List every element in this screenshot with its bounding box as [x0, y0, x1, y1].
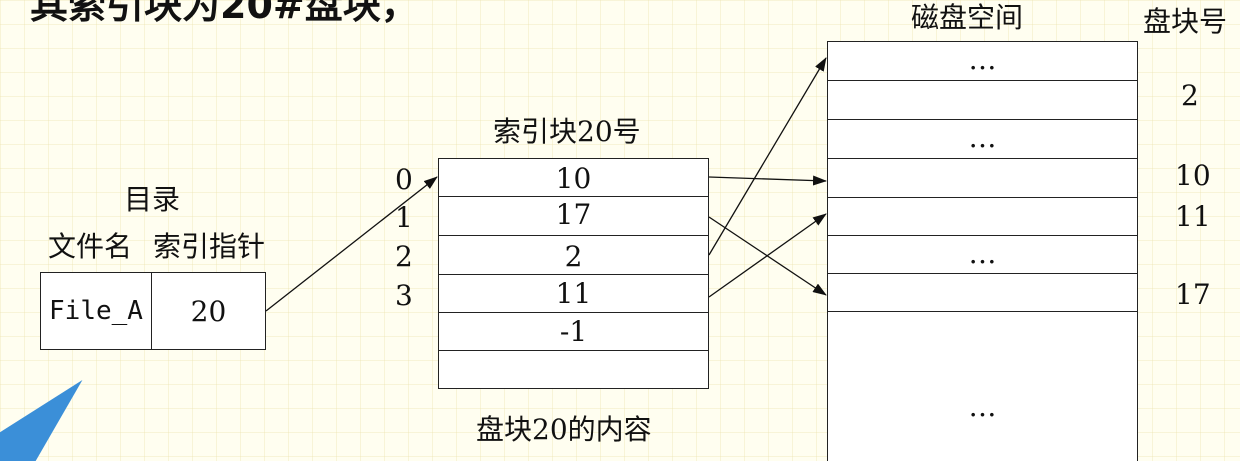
disk-space-table: … … … …	[827, 41, 1138, 461]
index-offset-1: 1	[395, 201, 413, 234]
disk-block-row	[828, 159, 1137, 198]
index-entry: 17	[439, 197, 708, 236]
index-block-title: 索引块20号	[493, 115, 641, 148]
disk-block-row: …	[828, 120, 1137, 159]
directory-column-filename: 文件名	[48, 230, 133, 263]
disk-block-row	[828, 274, 1137, 312]
disk-block-row: …	[828, 42, 1137, 81]
arrow-entry-10-to-block-10	[708, 175, 827, 186]
disk-block-row: …	[968, 390, 997, 423]
index-block-table: 10 17 2 11 -1	[438, 158, 709, 389]
disk-block-row	[828, 198, 1137, 236]
arrow-entry-2-to-block-2	[708, 57, 827, 256]
arrow-entry-11-to-block-11	[708, 213, 827, 298]
block-number-header: 盘块号	[1143, 5, 1228, 38]
index-entry: -1	[439, 313, 708, 351]
index-offset-0: 0	[395, 163, 413, 196]
directory-table: File_A 20	[40, 272, 266, 350]
block-number-label: 17	[1175, 278, 1211, 311]
index-offset-2: 2	[395, 240, 413, 273]
directory-file-name-cell: File_A	[41, 273, 152, 349]
directory-pointer: 20	[190, 294, 227, 328]
arrow-directory-to-index	[265, 176, 438, 312]
block-number-label: 11	[1175, 200, 1211, 233]
index-offset-3: 3	[395, 279, 413, 312]
index-block-caption: 盘块20的内容	[476, 413, 652, 446]
directory-title: 目录	[124, 183, 181, 216]
index-entry: 2	[439, 236, 708, 275]
disk-space-title: 磁盘空间	[911, 1, 1024, 34]
heading: 其索引块为20#盘块，	[30, 0, 419, 27]
index-entry: 11	[439, 275, 708, 313]
disk-block-row: …	[828, 236, 1137, 274]
directory-column-pointer: 索引指针	[153, 230, 266, 263]
block-number-label: 2	[1181, 79, 1199, 112]
directory-file-name: File_A	[49, 296, 143, 326]
index-entry: 10	[439, 159, 708, 197]
directory-pointer-cell: 20	[152, 273, 265, 349]
disk-block-row	[828, 81, 1137, 120]
block-number-label: 10	[1175, 159, 1211, 192]
